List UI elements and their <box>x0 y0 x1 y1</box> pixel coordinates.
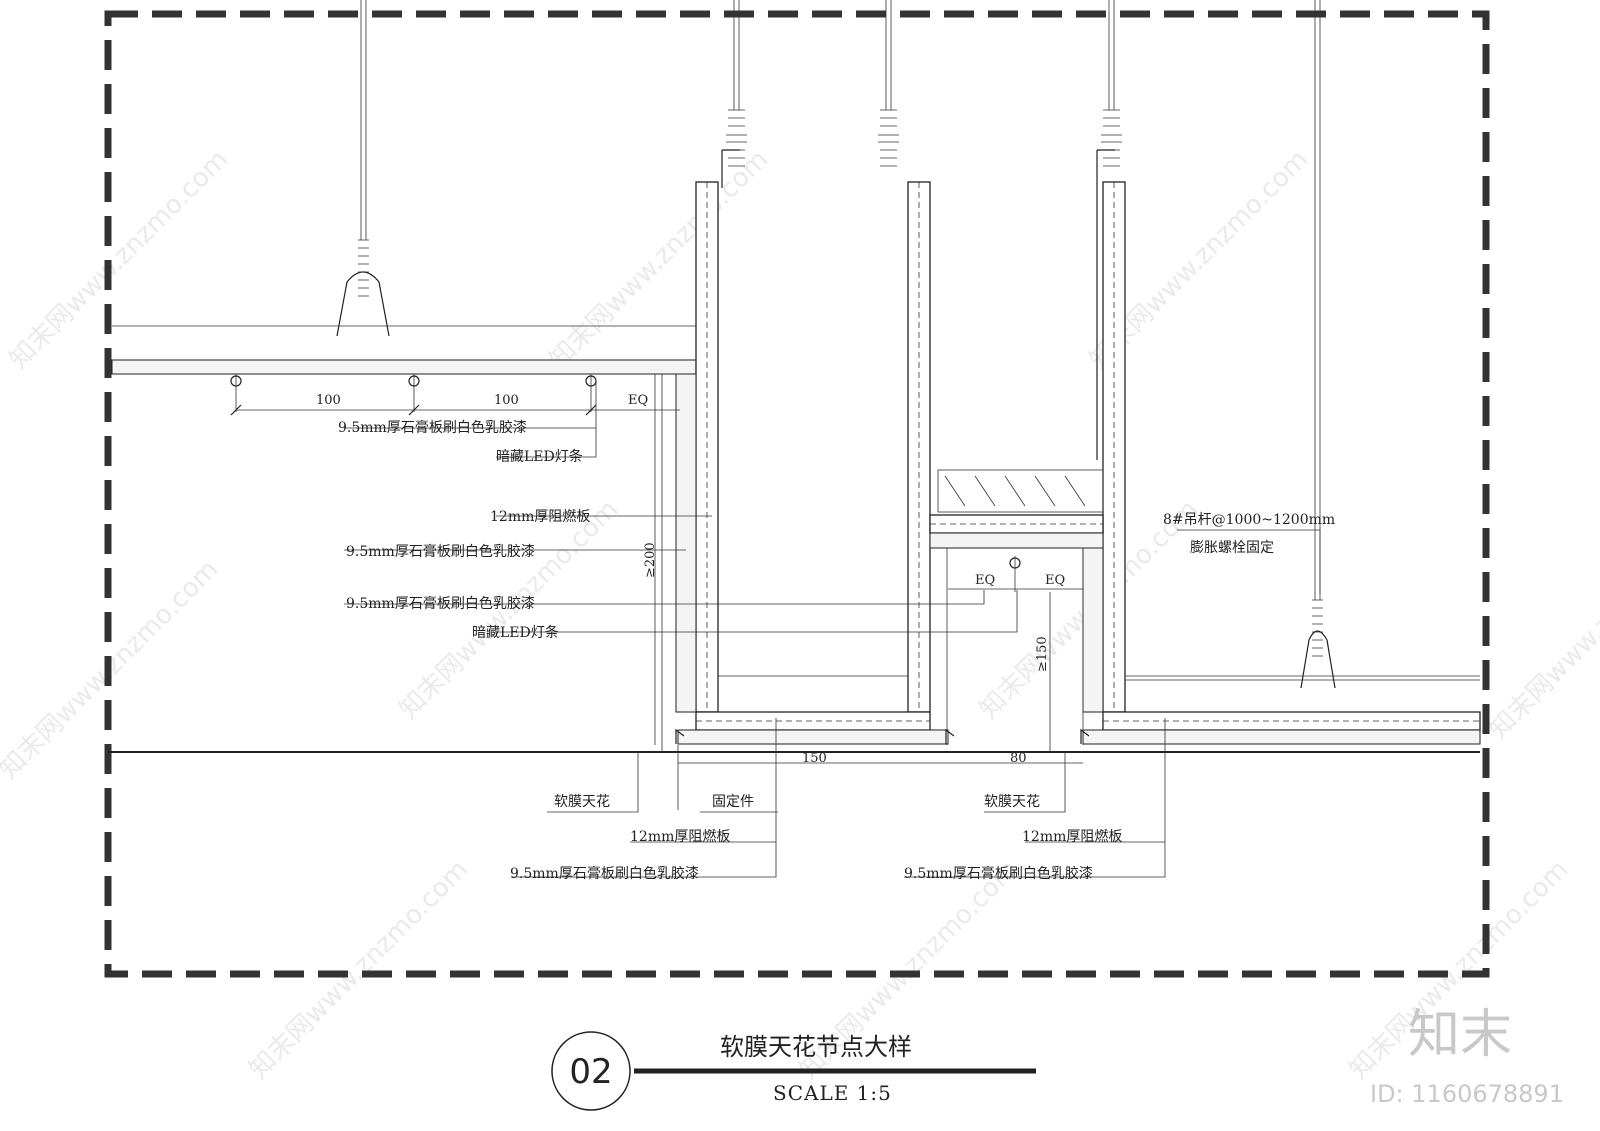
upper-left-ceiling <box>111 325 697 412</box>
drawing-title: 软膜天花节点大样 <box>720 1033 912 1061</box>
label-led-mid: 暗藏LED灯条 <box>472 624 559 641</box>
dim-eq-mid-right: EQ <box>1045 573 1065 588</box>
label-hanger-rod: 8#吊杆@1000~1200mm <box>1163 512 1335 528</box>
brand-logo: 知末 <box>1408 1005 1512 1065</box>
dim-eq-mid-left: EQ <box>975 573 995 588</box>
drawing-number-circle <box>551 1031 631 1111</box>
label-fire-board: 12mm厚阻燃板 <box>490 508 590 525</box>
dim-eq-top: EQ <box>628 393 648 408</box>
label-led-top: 暗藏LED灯条 <box>496 448 583 465</box>
leader-lines <box>344 380 1321 878</box>
brand-watermark: 知末 ID: 1160678891 <box>1370 1005 1564 1108</box>
dim-80: 80 <box>1010 751 1027 766</box>
label-gypsum-bottom-right: 9.5mm厚石膏板刷白色乳胶漆 <box>904 865 1093 882</box>
watermark-pattern: 知末网www.znzmo.com 知末网www.znzmo.com 知末网www… <box>0 144 1600 1085</box>
title-block: 02 软膜天花节点大样 SCALE 1:5 <box>551 1031 1036 1111</box>
label-fire-board-bottom-left: 12mm厚阻燃板 <box>630 828 730 845</box>
dim-min-150: ≥150 <box>1035 636 1050 672</box>
dim-150: 150 <box>802 751 827 766</box>
label-fire-board-bottom-right: 12mm厚阻燃板 <box>1022 828 1122 845</box>
hanger-rods <box>336 0 1336 689</box>
label-gypsum-bottom-left: 9.5mm厚石膏板刷白色乳胶漆 <box>510 865 699 882</box>
label-gypsum-top: 9.5mm厚石膏板刷白色乳胶漆 <box>338 419 527 436</box>
image-id: ID: 1160678891 <box>1370 1080 1564 1108</box>
drawing-scale: SCALE 1:5 <box>773 1081 892 1105</box>
watermark-text: 知末网www.znzmo.com <box>544 144 775 375</box>
label-soft-film-left: 软膜天花 <box>554 794 610 810</box>
label-expansion-bolt: 膨胀螺栓固定 <box>1190 539 1274 556</box>
label-fixing-part: 固定件 <box>712 794 754 810</box>
label-soft-film-right: 软膜天花 <box>984 794 1040 810</box>
bottom-boards <box>108 711 1481 753</box>
watermark-text: 知末网www.znzmo.com <box>0 554 224 785</box>
watermark-text: 知末网www.znzmo.com <box>244 854 475 1085</box>
middle-led-pocket <box>929 469 1104 745</box>
dim-min-200: ≥200 <box>643 542 658 578</box>
dim-100-right: 100 <box>494 393 519 408</box>
watermark-text: 知末网www.znzmo.com <box>4 144 235 375</box>
dimension-lines <box>230 374 1083 810</box>
annotation-labels: 9.5mm厚石膏板刷白色乳胶漆 暗藏LED灯条 12mm厚阻燃板 9.5mm厚石… <box>338 419 1335 882</box>
label-gypsum-side: 9.5mm厚石膏板刷白色乳胶漆 <box>346 543 535 560</box>
vertical-boards <box>654 181 1480 745</box>
dashed-frame <box>104 10 1490 978</box>
watermark-text: 知末网www.znzmo.com <box>1484 514 1600 745</box>
dim-100-left: 100 <box>316 393 341 408</box>
dimension-texts: 100 100 EQ EQ EQ ≥200 ≥150 150 80 <box>316 393 1065 766</box>
drawing-number: 02 <box>569 1052 612 1092</box>
label-gypsum-mid: 9.5mm厚石膏板刷白色乳胶漆 <box>346 595 535 612</box>
